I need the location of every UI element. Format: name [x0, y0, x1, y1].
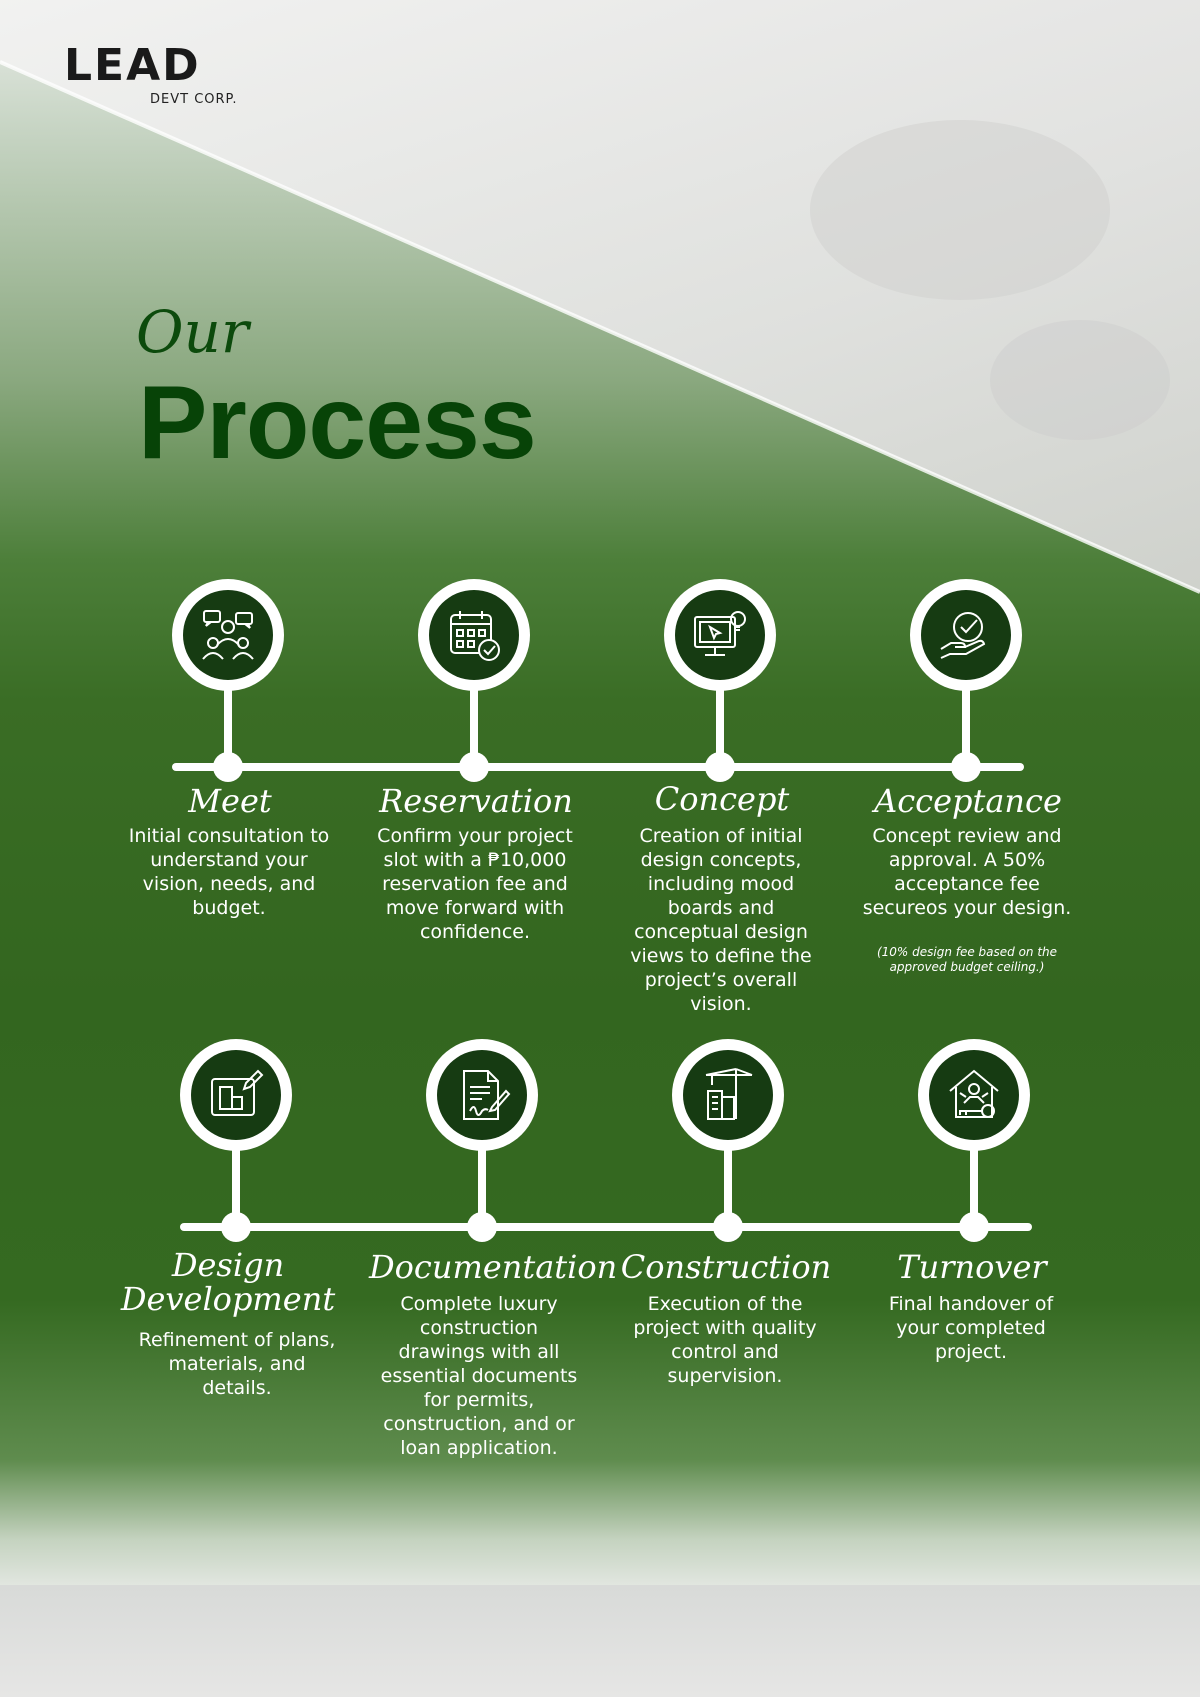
step-description: Complete luxury construction drawings wi…	[380, 1293, 578, 1459]
heading-script: Our	[136, 298, 249, 366]
house-key-icon	[949, 1069, 999, 1118]
crane-building-icon	[705, 1068, 753, 1120]
timeline-stem	[970, 1140, 978, 1226]
hand-approval-icon	[940, 612, 986, 659]
step-badge	[918, 1039, 1030, 1151]
step-title-acceptance: Acceptance	[874, 782, 1062, 820]
timeline-node	[459, 752, 489, 782]
step-title-design-development: Design Development	[120, 1246, 336, 1318]
timeline-stem	[224, 680, 232, 766]
step-badge	[672, 1039, 784, 1151]
step-title-documentation: Documentation	[369, 1248, 618, 1286]
step-badge	[172, 579, 284, 691]
step-badge	[180, 1039, 292, 1151]
blueprint-pencil-icon	[211, 1069, 264, 1116]
timeline-stem	[716, 680, 724, 766]
step-badge	[910, 579, 1022, 691]
timeline-node	[221, 1212, 251, 1242]
step-description: Final handover of your completed project…	[888, 1293, 1054, 1363]
step-title-meet: Meet	[188, 782, 272, 820]
step-badge	[426, 1039, 538, 1151]
timeline-rail-top	[172, 763, 1024, 771]
timeline-stem	[232, 1140, 240, 1226]
company-logo: LEAD DEVT CORP.	[60, 42, 290, 112]
step-footnote: (10% design fee based on the approved bu…	[876, 945, 1058, 974]
step-description: Concept review and approval. A 50% accep…	[862, 825, 1072, 919]
step-description: Creation of initial design concepts, inc…	[630, 825, 812, 1015]
step-badge	[664, 579, 776, 691]
design-monitor-icon	[694, 611, 746, 656]
timeline-node	[713, 1212, 743, 1242]
timeline-node	[951, 752, 981, 782]
step-title-reservation: Reservation	[379, 782, 573, 820]
timeline-node	[705, 752, 735, 782]
step-title-construction: Construction	[620, 1248, 832, 1286]
timeline-stem	[478, 1140, 486, 1226]
timeline-stem	[470, 680, 478, 766]
timeline-stem	[724, 1140, 732, 1226]
calendar-check-icon	[450, 611, 500, 661]
logo-wordmark: LEAD	[64, 40, 201, 91]
document-signature-icon	[463, 1070, 511, 1120]
timeline-node	[467, 1212, 497, 1242]
consultation-icon	[202, 610, 254, 660]
step-description: Refinement of plans, materials, and deta…	[138, 1329, 336, 1399]
step-title-turnover: Turnover	[897, 1248, 1047, 1286]
timeline-stem	[962, 680, 970, 766]
page-title: Process	[138, 365, 537, 481]
logo-subtext: DEVT CORP.	[150, 92, 238, 107]
timeline-node	[959, 1212, 989, 1242]
timeline-rail-bottom	[180, 1223, 1032, 1231]
step-badge	[418, 579, 530, 691]
timeline-node	[213, 752, 243, 782]
step-title-concept: Concept	[654, 780, 790, 818]
step-description: Execution of the project with quality co…	[633, 1293, 817, 1387]
step-description: Initial consultation to understand your …	[128, 825, 330, 919]
step-description: Confirm your project slot with a ₱10,000…	[377, 825, 573, 943]
